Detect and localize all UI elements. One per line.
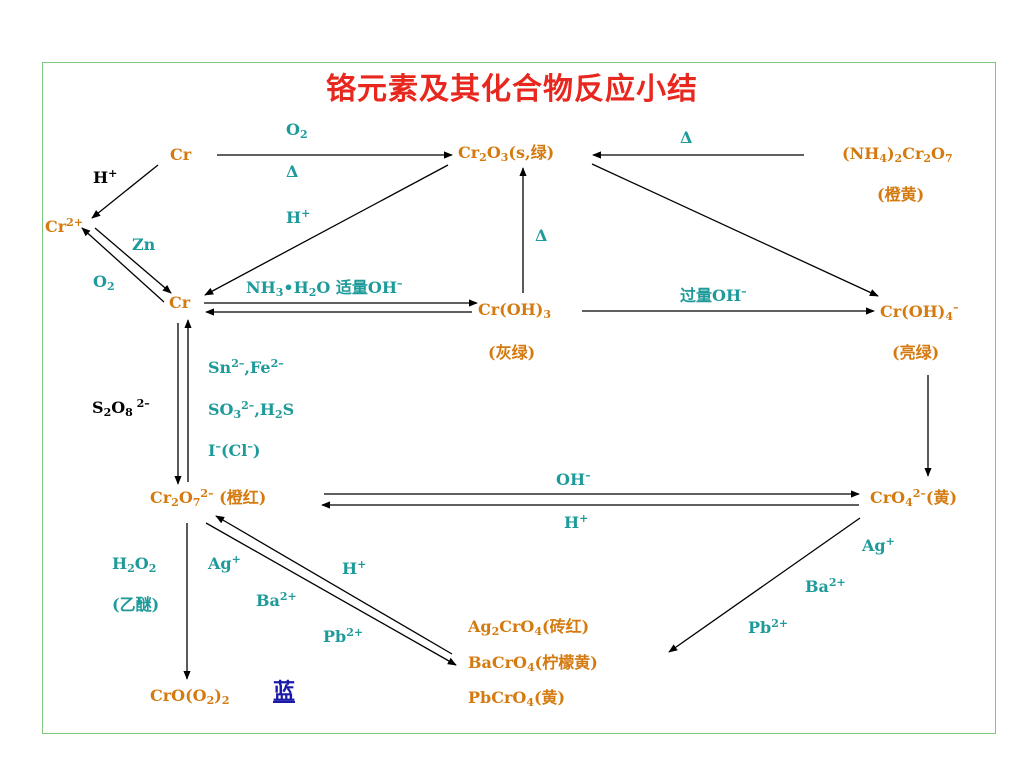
croh4: Cr(OH)4–: [880, 301, 959, 323]
reagent-nh3-h2o: NH3•H2O 适量OH–: [246, 277, 403, 299]
reagent-h2o2: H2O2: [112, 554, 157, 575]
reagent-ag-right: Ag+: [862, 535, 895, 555]
dichromate: Cr2O72– (橙红): [150, 487, 267, 509]
cr2o3: Cr2O3(s,绿): [458, 143, 555, 164]
arrow-cro4-to-precipitates: [668, 517, 861, 653]
reagent-s2o8: S2O8 2–: [92, 397, 150, 419]
reagent-hplus-top: H+: [286, 207, 311, 227]
blue-label: 蓝: [273, 679, 296, 705]
reagent-excess-oh: 过量OH–: [680, 285, 747, 305]
reagent-hplus-left: H+: [93, 167, 118, 187]
croh4-color: (亮绿): [892, 343, 940, 362]
reagent-oh-minus: OH–: [556, 469, 591, 489]
diagram-frame: [42, 62, 996, 734]
barium-chromate: BaCrO4(柠檬黄): [468, 653, 598, 674]
silver-chromate: Ag2CrO4(砖红): [468, 617, 590, 638]
reagent-o2-top: O2: [286, 120, 308, 141]
cr-middle: Cr: [169, 293, 191, 312]
page-title: 铬元素及其化合物反应小结: [326, 72, 698, 107]
reagent-hplus-middle: H+: [564, 512, 589, 532]
arrow-cr2o7-to-precipitates: [205, 522, 457, 666]
chromium-peroxide: CrO(O2)2: [150, 686, 230, 707]
cr2plus: Cr2+: [45, 216, 84, 236]
croh3-color: (灰绿): [488, 343, 536, 362]
lead-chromate: PbCrO4(黄): [468, 688, 566, 709]
chromate: CrO42–(黄): [870, 487, 958, 509]
arrow-cr2plus-to-cr: [94, 227, 172, 294]
arrow-cr-to-cr2plus-o2: [81, 227, 165, 303]
arrow-precipitates-to-cr2o7: [215, 515, 453, 655]
reagent-o2-left: O2: [93, 272, 115, 293]
reagent-so3-h2s: SO32–,H2S: [208, 399, 295, 421]
reagent-pb-left: Pb2+: [323, 626, 364, 646]
reagent-delta-middle: Δ: [535, 226, 548, 245]
reagent-zn: Zn: [132, 235, 156, 254]
croh3: Cr(OH)3: [478, 300, 552, 321]
reagent-ba-left: Ba2+: [256, 590, 297, 610]
reagent-delta-right: Δ: [680, 128, 693, 147]
reagent-pb-right: Pb2+: [748, 617, 789, 637]
reagent-delta-top: Δ: [286, 162, 299, 181]
reagent-ether: (乙醚): [112, 595, 160, 614]
arrow-cr2o3-to-cr: [204, 164, 449, 296]
reagent-sn-fe: Sn2–,Fe2–: [208, 357, 284, 377]
arrow-cr-to-cr2plus: [91, 164, 159, 219]
reagent-ag-left: Ag+: [208, 553, 241, 573]
arrow-cr2o3-to-croh4: [591, 163, 879, 297]
reagent-i-cl: I–(Cl–): [208, 440, 261, 460]
reagent-ba-right: Ba2+: [805, 576, 846, 596]
cr-top: Cr: [170, 145, 192, 164]
ammonium-dichromate: (NH4)2Cr2O7: [842, 144, 953, 165]
ammonium-dichromate-color: (橙黄): [877, 185, 925, 204]
reagent-hplus-lower: H+: [342, 558, 367, 578]
